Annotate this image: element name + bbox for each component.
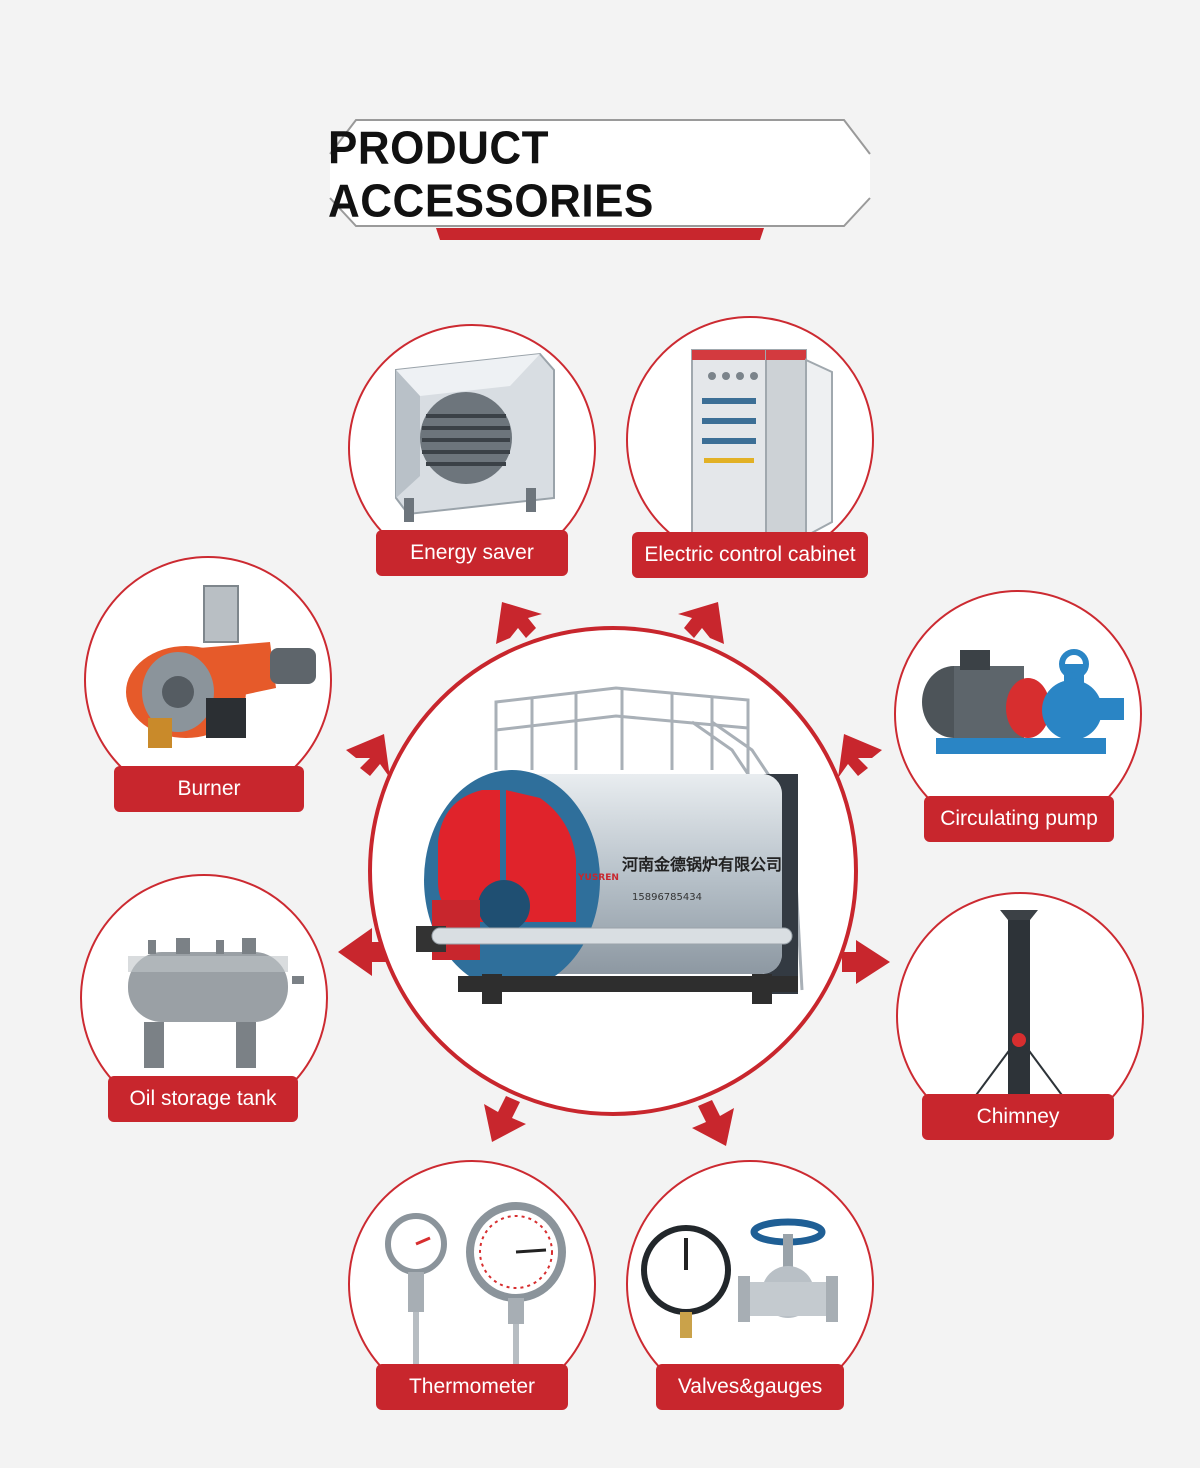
arrow-icon bbox=[346, 734, 390, 778]
burner-icon bbox=[126, 585, 316, 748]
accessory-label: Electric control cabinet bbox=[632, 532, 868, 578]
tank-icon bbox=[128, 938, 304, 1068]
arrow-icon bbox=[484, 1096, 526, 1142]
accessory-label: Chimney bbox=[922, 1094, 1114, 1140]
accessory-label: Oil storage tank bbox=[108, 1076, 298, 1122]
center-boiler-circle: 河南金德锅炉有限公司 15896785434 YUSREN bbox=[368, 626, 858, 1116]
accessory-energy-saver[interactable]: Energy saver bbox=[348, 324, 596, 576]
valve-gauge-icon bbox=[641, 1218, 838, 1338]
accessory-thermometer[interactable]: Thermometer bbox=[348, 1160, 596, 1410]
arrow-icon bbox=[692, 1100, 734, 1146]
arrow-icon bbox=[838, 734, 882, 778]
accessory-valves-gauges[interactable]: Valves&gauges bbox=[626, 1160, 874, 1410]
accessory-chimney[interactable]: Chimney bbox=[896, 892, 1144, 1140]
arrow-icon bbox=[842, 940, 890, 984]
accessory-label: Circulating pump bbox=[924, 796, 1114, 842]
accessory-electric-control-cabinet[interactable]: Electric control cabinet bbox=[626, 316, 874, 578]
thermometer-icon bbox=[385, 1202, 566, 1394]
electric-cabinet-icon bbox=[691, 349, 833, 538]
accessory-label: Energy saver bbox=[376, 530, 568, 576]
accessory-label: Valves&gauges bbox=[656, 1364, 844, 1410]
accessory-oil-storage-tank[interactable]: Oil storage tank bbox=[80, 874, 328, 1122]
steam-boiler-icon: 河南金德锅炉有限公司 15896785434 YUSREN bbox=[416, 686, 804, 1004]
boiler-company-text: 河南金德锅炉有限公司 bbox=[622, 855, 782, 874]
boiler-phone-text: 15896785434 bbox=[632, 892, 702, 903]
pump-icon bbox=[922, 649, 1124, 754]
boiler-brand-text: YUSREN bbox=[577, 873, 619, 883]
accessory-image-frame bbox=[626, 316, 874, 564]
accessory-image-frame bbox=[84, 556, 332, 804]
arrow-icon bbox=[678, 602, 724, 644]
arrow-icon bbox=[496, 602, 542, 644]
accessory-label: Burner bbox=[114, 766, 304, 812]
heat-exchanger-icon bbox=[395, 352, 555, 522]
chimney-icon bbox=[967, 910, 1071, 1138]
arrow-icon bbox=[338, 928, 386, 976]
title-banner bbox=[329, 119, 871, 240]
accessory-burner[interactable]: Burner bbox=[84, 556, 332, 812]
accessory-label: Thermometer bbox=[376, 1364, 568, 1410]
accessory-circulating-pump[interactable]: Circulating pump bbox=[894, 590, 1142, 842]
page-title: PRODUCT ACCESSORIES bbox=[328, 122, 654, 227]
